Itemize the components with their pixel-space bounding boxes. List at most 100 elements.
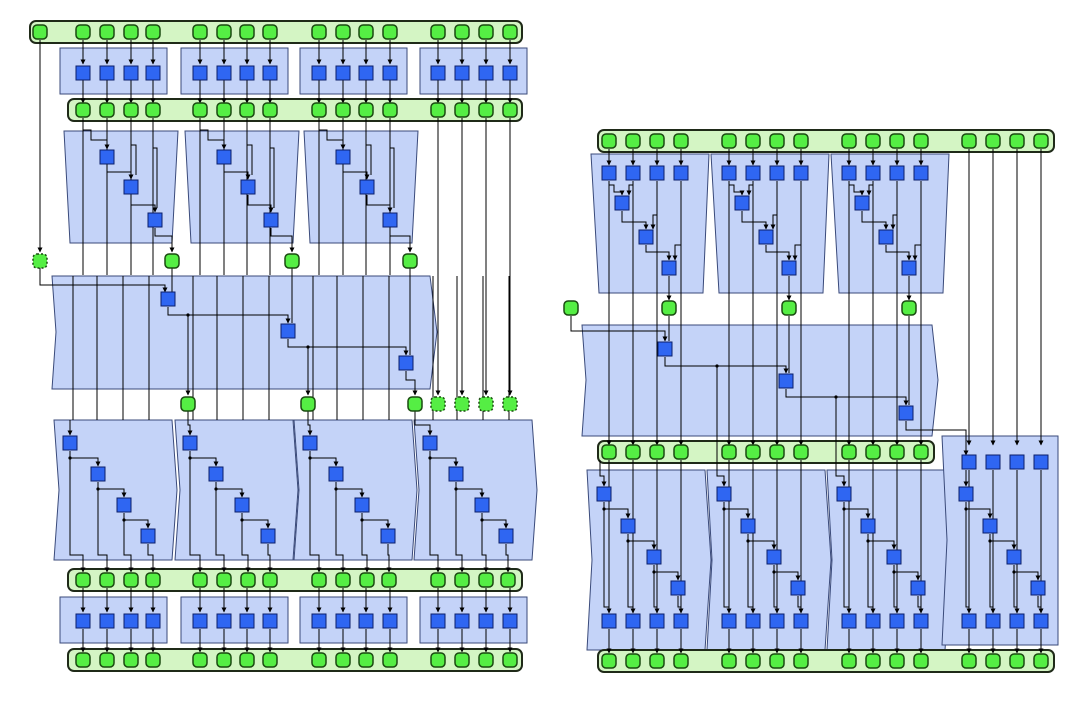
rounded-square-port-icon[interactable]: [889, 133, 905, 149]
dashed-port-icon[interactable]: [454, 396, 470, 412]
square-node-icon[interactable]: [62, 435, 78, 451]
rounded-square-port-icon[interactable]: [745, 444, 761, 460]
square-node-icon[interactable]: [99, 613, 115, 629]
square-node-icon[interactable]: [673, 613, 689, 629]
rounded-square-port-icon[interactable]: [781, 300, 797, 316]
square-node-icon[interactable]: [661, 260, 677, 276]
square-node-icon[interactable]: [335, 65, 351, 81]
rounded-square-port-icon[interactable]: [1009, 133, 1025, 149]
rounded-square-port-icon[interactable]: [145, 652, 161, 668]
square-node-icon[interactable]: [961, 613, 977, 629]
rounded-square-port-icon[interactable]: [382, 102, 398, 118]
square-node-icon[interactable]: [192, 613, 208, 629]
square-node-icon[interactable]: [116, 497, 132, 513]
rounded-square-port-icon[interactable]: [454, 102, 470, 118]
square-node-icon[interactable]: [836, 486, 852, 502]
square-node-icon[interactable]: [769, 613, 785, 629]
square-node-icon[interactable]: [1009, 454, 1025, 470]
rounded-square-port-icon[interactable]: [769, 444, 785, 460]
square-node-icon[interactable]: [1009, 613, 1025, 629]
square-node-icon[interactable]: [140, 528, 156, 544]
square-node-icon[interactable]: [1033, 613, 1049, 629]
square-node-icon[interactable]: [657, 341, 673, 357]
square-node-icon[interactable]: [160, 291, 176, 307]
rounded-square-port-icon[interactable]: [502, 652, 518, 668]
square-node-icon[interactable]: [239, 613, 255, 629]
square-node-icon[interactable]: [913, 165, 929, 181]
rounded-square-port-icon[interactable]: [454, 572, 470, 588]
square-node-icon[interactable]: [769, 165, 785, 181]
square-node-icon[interactable]: [745, 613, 761, 629]
square-node-icon[interactable]: [625, 613, 641, 629]
rounded-square-port-icon[interactable]: [478, 102, 494, 118]
square-node-icon[interactable]: [145, 613, 161, 629]
square-node-icon[interactable]: [302, 435, 318, 451]
rounded-square-port-icon[interactable]: [123, 652, 139, 668]
dashed-port-icon[interactable]: [478, 396, 494, 412]
square-node-icon[interactable]: [982, 518, 998, 534]
square-node-icon[interactable]: [670, 580, 686, 596]
rounded-square-port-icon[interactable]: [239, 24, 255, 40]
square-node-icon[interactable]: [123, 613, 139, 629]
rounded-square-port-icon[interactable]: [865, 653, 881, 669]
square-node-icon[interactable]: [502, 613, 518, 629]
rounded-square-port-icon[interactable]: [913, 133, 929, 149]
square-node-icon[interactable]: [280, 323, 296, 339]
rounded-square-port-icon[interactable]: [721, 133, 737, 149]
square-node-icon[interactable]: [311, 613, 327, 629]
rounded-square-port-icon[interactable]: [335, 652, 351, 668]
square-node-icon[interactable]: [716, 486, 732, 502]
square-node-icon[interactable]: [145, 65, 161, 81]
square-node-icon[interactable]: [240, 179, 256, 195]
rounded-square-port-icon[interactable]: [335, 24, 351, 40]
square-node-icon[interactable]: [90, 466, 106, 482]
rounded-square-port-icon[interactable]: [216, 24, 232, 40]
rounded-square-port-icon[interactable]: [284, 253, 300, 269]
rounded-square-port-icon[interactable]: [123, 102, 139, 118]
rounded-square-port-icon[interactable]: [673, 653, 689, 669]
rounded-square-port-icon[interactable]: [478, 652, 494, 668]
rounded-square-port-icon[interactable]: [961, 133, 977, 149]
rounded-square-port-icon[interactable]: [889, 653, 905, 669]
rounded-square-port-icon[interactable]: [335, 102, 351, 118]
rounded-square-port-icon[interactable]: [382, 652, 398, 668]
rounded-square-port-icon[interactable]: [262, 24, 278, 40]
square-node-icon[interactable]: [889, 613, 905, 629]
square-node-icon[interactable]: [673, 165, 689, 181]
rounded-square-port-icon[interactable]: [673, 133, 689, 149]
rounded-square-port-icon[interactable]: [649, 133, 665, 149]
rounded-square-port-icon[interactable]: [239, 102, 255, 118]
square-node-icon[interactable]: [260, 528, 276, 544]
rounded-square-port-icon[interactable]: [123, 24, 139, 40]
square-node-icon[interactable]: [123, 179, 139, 195]
rounded-square-port-icon[interactable]: [625, 444, 641, 460]
square-node-icon[interactable]: [878, 229, 894, 245]
rounded-square-port-icon[interactable]: [601, 653, 617, 669]
rounded-square-port-icon[interactable]: [745, 653, 761, 669]
square-node-icon[interactable]: [99, 149, 115, 165]
dashed-port-icon[interactable]: [502, 396, 518, 412]
rounded-square-port-icon[interactable]: [793, 444, 809, 460]
rounded-square-port-icon[interactable]: [311, 652, 327, 668]
rounded-square-port-icon[interactable]: [745, 133, 761, 149]
dashed-port-icon[interactable]: [430, 396, 446, 412]
rounded-square-port-icon[interactable]: [454, 652, 470, 668]
square-node-icon[interactable]: [1033, 454, 1049, 470]
rounded-square-port-icon[interactable]: [865, 444, 881, 460]
rounded-square-port-icon[interactable]: [430, 24, 446, 40]
square-node-icon[interactable]: [382, 212, 398, 228]
rounded-square-port-icon[interactable]: [99, 24, 115, 40]
square-node-icon[interactable]: [985, 613, 1001, 629]
rounded-square-port-icon[interactable]: [216, 652, 232, 668]
square-node-icon[interactable]: [961, 454, 977, 470]
rounded-square-port-icon[interactable]: [985, 133, 1001, 149]
square-node-icon[interactable]: [502, 65, 518, 81]
square-node-icon[interactable]: [382, 613, 398, 629]
rounded-square-port-icon[interactable]: [625, 133, 641, 149]
rounded-square-port-icon[interactable]: [99, 102, 115, 118]
square-node-icon[interactable]: [889, 165, 905, 181]
rounded-square-port-icon[interactable]: [402, 253, 418, 269]
square-node-icon[interactable]: [614, 195, 630, 211]
rounded-square-port-icon[interactable]: [262, 572, 278, 588]
rounded-square-port-icon[interactable]: [649, 444, 665, 460]
